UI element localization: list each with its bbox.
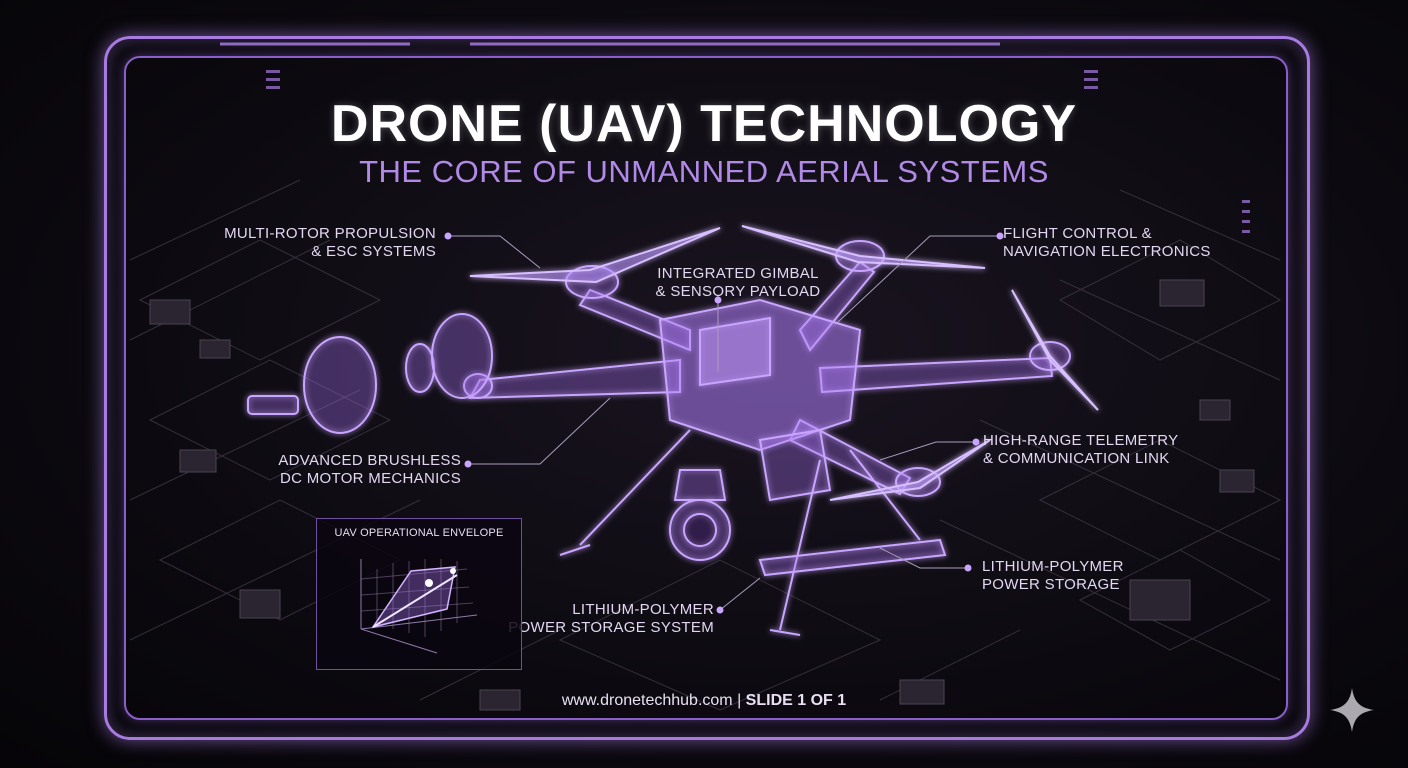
battery (758, 428, 832, 502)
propeller-back-left (469, 227, 721, 284)
callout-motor-line2: DC MOTOR MECHANICS (280, 470, 461, 487)
callout-dot (714, 296, 722, 304)
page-title: DRONE (UAV) TECHNOLOGY (330, 95, 1078, 153)
callout-dot (964, 564, 972, 572)
callout-telemetry-line1: HIGH-RANGE TELEMETRY (983, 432, 1179, 449)
inner-frame (124, 56, 1288, 720)
callout-motor: ADVANCED BRUSHLESS DC MOTOR MECHANICS (240, 452, 461, 488)
sparkle-icon (1330, 688, 1374, 732)
slide-number: SLIDE 1 OF 1 (745, 692, 847, 709)
callout-flight-control-line1: FLIGHT CONTROL & (1003, 225, 1152, 242)
callout-gimbal: INTEGRATED GIMBAL & SENSORY PAYLOAD (648, 265, 828, 301)
page-subtitle: THE CORE OF UNMANNED AERIAL SYSTEMS (359, 154, 1049, 189)
callout-dot (972, 438, 980, 446)
footer-url[interactable]: www.dronetechhub.com (561, 692, 733, 709)
callout-power-right: LITHIUM-POLYMER POWER STORAGE (982, 558, 1124, 594)
operational-envelope-panel: UAV OPERATIONAL ENVELOPE (316, 518, 522, 670)
callout-telemetry: HIGH-RANGE TELEMETRY & COMMUNICATION LIN… (983, 432, 1178, 468)
envelope-point (450, 568, 456, 574)
callout-power-right-line1: LITHIUM-POLYMER (982, 558, 1124, 575)
propeller-back-right (741, 225, 986, 269)
envelope-point (425, 579, 433, 587)
callout-dot (716, 606, 724, 614)
envelope-shape (371, 566, 456, 629)
callout-dot (464, 460, 472, 468)
callout-telemetry-line2: & COMMUNICATION LINK (983, 450, 1170, 467)
callout-gimbal-line1: INTEGRATED GIMBAL (657, 265, 819, 282)
arm-front-left (468, 358, 681, 400)
envelope-3d-plot (360, 559, 478, 654)
callout-propulsion-line2: & ESC SYSTEMS (311, 243, 436, 260)
callout-power-bottom-line2: POWER STORAGE SYSTEM (508, 619, 714, 636)
callout-motor-line1: ADVANCED BRUSHLESS (278, 452, 461, 469)
callout-power-bottom: LITHIUM-POLYMER POWER STORAGE SYSTEM (500, 601, 714, 637)
propeller-rear-right (829, 439, 991, 501)
callout-flight-control-line2: NAVIGATION ELECTRONICS (1003, 243, 1211, 260)
propeller-front-right (1011, 289, 1099, 411)
callout-dot (996, 232, 1004, 240)
callout-gimbal-line2: & SENSORY PAYLOAD (655, 283, 821, 300)
callout-dot (444, 232, 452, 240)
callout-power-bottom-line1: LITHIUM-POLYMER (572, 601, 714, 618)
callout-propulsion: MULTI-ROTOR PROPULSION & ESC SYSTEMS (200, 225, 436, 261)
callout-power-right-line2: POWER STORAGE (982, 576, 1120, 593)
outer-frame (104, 36, 1310, 740)
envelope-title: UAV OPERATIONAL ENVELOPE (334, 527, 504, 539)
footer-separator: | (732, 692, 746, 709)
callout-flight-control: FLIGHT CONTROL & NAVIGATION ELECTRONICS (1003, 225, 1211, 261)
motor-exploded-view (247, 313, 493, 434)
footer: www.dronetechhub.com | SLIDE 1 OF 1 (0, 692, 1408, 710)
landing-gear (559, 429, 921, 636)
callout-propulsion-line1: MULTI-ROTOR PROPULSION (224, 225, 436, 242)
